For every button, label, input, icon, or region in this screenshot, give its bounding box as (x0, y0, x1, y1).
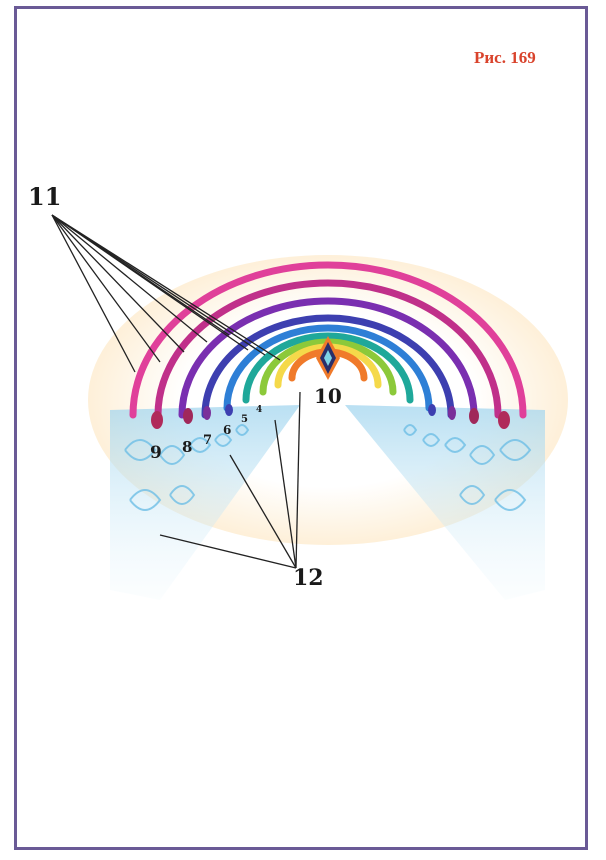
arc-6 (201, 314, 455, 419)
right-loops (403, 424, 532, 511)
label-12: 12 (293, 565, 324, 591)
label-9: 9 (150, 443, 162, 463)
label-6: 6 (223, 423, 231, 437)
left-energy-field (110, 405, 300, 600)
label-10: 10 (314, 384, 342, 408)
left-loops (124, 424, 250, 511)
arc-9 (129, 261, 527, 419)
arc-end-nodes (151, 404, 510, 429)
label-8: 8 (182, 438, 192, 456)
central-crystal (316, 336, 340, 380)
rainbow-arcs (129, 261, 527, 419)
label-11-lines (51, 214, 281, 373)
figure-label: Рис. 169 (474, 48, 536, 67)
label-5: 5 (241, 414, 248, 425)
label-7: 7 (203, 433, 212, 448)
arc-7 (178, 297, 478, 419)
label-12-lines (159, 391, 301, 569)
right-energy-field (345, 405, 545, 600)
arc-5 (223, 324, 433, 412)
arc-8 (154, 279, 502, 419)
label-4: 4 (256, 405, 262, 415)
label-11: 11 (28, 182, 61, 211)
